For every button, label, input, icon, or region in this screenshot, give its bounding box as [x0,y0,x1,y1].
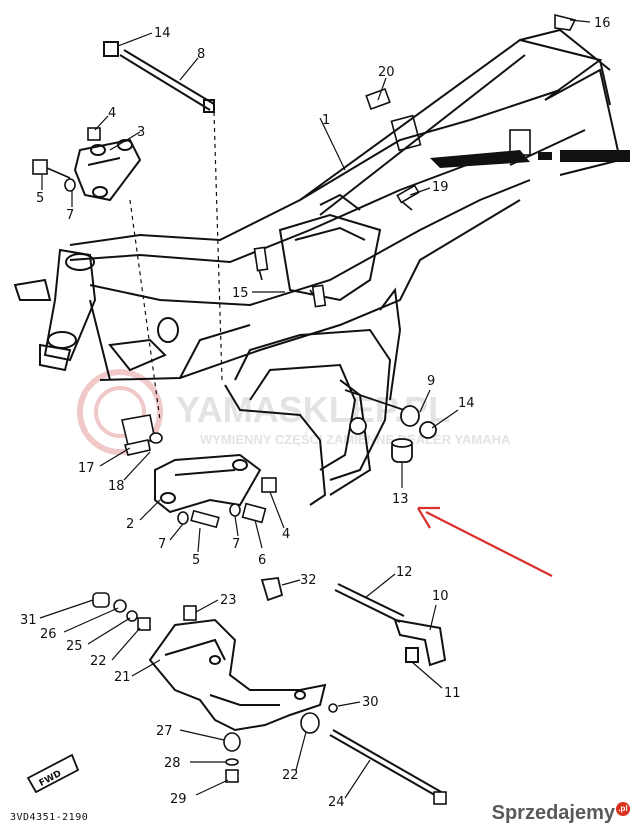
part-23-bolt [183,605,197,621]
part-number-label: 29 [170,792,187,807]
part-number-label: 28 [164,756,181,771]
part-28-washer [225,758,239,766]
part-number-label: 10 [432,589,449,604]
part-17-18-clips [121,414,163,456]
part-number-label: 21 [114,670,131,685]
part-10-11-12-assembly [334,583,447,667]
part-15-bolts [253,246,327,308]
part-4-bolt-lower [261,477,277,493]
main-frame [13,28,622,506]
part-number-label: 22 [90,654,107,669]
part-number-label: 25 [66,639,83,654]
leader-lines [39,19,591,799]
part-number-label: 6 [258,553,266,568]
part-7-washer-b [229,503,241,517]
part-22-nut-right [300,712,320,734]
part-8-guide-line [213,111,223,381]
part-9-13-14-collars [344,389,437,463]
part-5-7-bolt-upper [32,127,101,192]
part-21-skid-plate [148,618,327,732]
part-number-label: 14 [154,26,171,41]
part-2-bracket-lower [154,453,262,514]
part-number-label: 23 [220,593,237,608]
part-number-label: 22 [282,768,299,783]
left-fasteners [92,592,197,631]
part-27-28-29-stack [223,732,241,783]
part-number-label: 3 [137,125,145,140]
sprzedajemy-brand[interactable]: Sprzedajemy.pl [492,802,630,825]
part-29-bolt [225,769,239,783]
part-number-label: 11 [444,686,461,701]
part-number-label: 7 [66,208,74,223]
part-27-grommet [223,732,241,752]
part-number-label: 9 [427,374,435,389]
part-number-label: 5 [36,191,44,206]
part-number-label: 12 [396,565,413,580]
part-number-label: 1 [322,113,330,128]
watermark-logo-icon [77,369,163,455]
part-24-nut [433,791,447,805]
diagram-code: 3VD4351-2190 [10,812,89,823]
part-26-washer [113,599,127,613]
part-number-label: 20 [378,65,395,80]
part-24-rod [329,734,441,799]
red-pointer-arrow-icon [417,506,553,577]
part-number-label: 14 [458,396,475,411]
part-22-nut-left [137,617,151,631]
frame-decal [430,150,630,168]
part-30-clip [328,703,338,713]
part-number-label: 7 [158,537,166,552]
part-number-label: 2 [126,517,134,532]
part-number-label: 16 [594,16,611,31]
part-number-label: 19 [432,180,449,195]
part-4-bolt-upper [87,127,101,141]
part-4-5-6-7-fasteners [177,477,277,529]
part-number-label: 4 [108,106,116,121]
part-number-label: 5 [192,553,200,568]
part-6-bolt [241,502,267,524]
fwd-arrow-icon: FWD [26,753,80,794]
part-3-bracket [73,138,142,202]
part-32-bracket [260,577,284,602]
right-lower-fasteners [300,703,447,805]
part-19-pin [396,184,420,204]
part-number-label: 18 [108,479,125,494]
part-number-label: 27 [156,724,173,739]
part-number-label: 26 [40,627,57,642]
part-number-label: 7 [232,537,240,552]
part-7-washer-a [177,511,189,525]
part-number-labels: 1 2 3 4 4 5 5 6 7 7 7 8 9 10 11 12 13 14… [20,16,611,810]
part-5-bolt-lower [190,509,220,529]
part-number-label: 32 [300,573,317,588]
part-number-label: 30 [362,695,379,710]
part-number-label: 24 [328,795,345,810]
brand-name: Sprzedajemy [491,802,615,824]
part-8-bolt [103,41,215,113]
part-number-label: 17 [78,461,95,476]
part-number-label: 4 [282,527,290,542]
brand-tld-badge: .pl [616,802,630,816]
part-number-label: 15 [232,286,249,301]
part-number-label: 31 [20,613,37,628]
part-number-label: 13 [392,492,409,507]
part-31-collar [92,592,110,608]
part-number-label: 8 [197,47,205,62]
